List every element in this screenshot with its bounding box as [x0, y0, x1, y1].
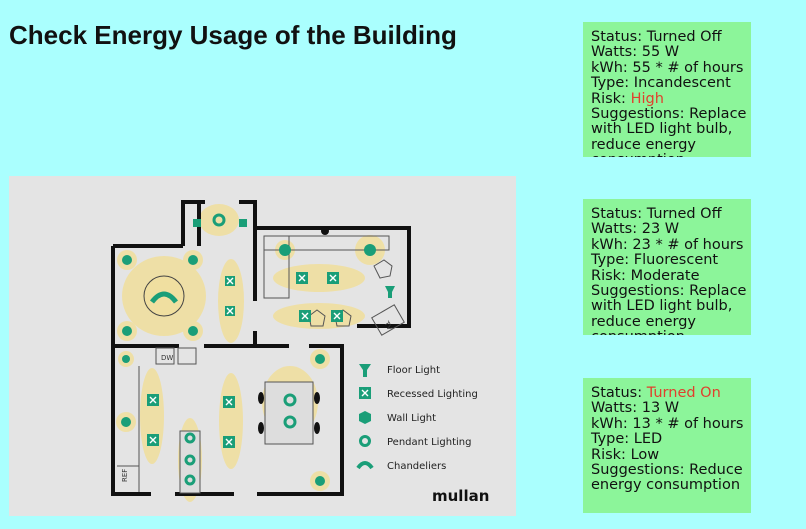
thin-walls — [117, 235, 405, 494]
legend-wall-light: Wall Light — [387, 413, 436, 424]
type-line: Type: LED — [591, 431, 663, 448]
light-info-card: Status: Turned Off Watts: 23 W kWh: 23 *… — [583, 199, 751, 335]
risk-line: Risk: Moderate — [591, 267, 700, 284]
status-line: Status: Turned On — [591, 385, 721, 401]
kwh-line: kWh: 23 * # of hours — [591, 236, 744, 253]
floor-light-icon — [359, 364, 371, 377]
risk-value: Moderate — [630, 267, 700, 284]
risk-line: Risk: Low — [591, 446, 660, 463]
suggestions-line: Suggestions: Replace with LED light bulb… — [591, 106, 747, 157]
chandelier — [150, 291, 178, 304]
status-line: Status: Turned Off — [591, 29, 722, 45]
tv-label: TV — [382, 319, 394, 332]
dining-chairs — [258, 227, 329, 434]
floor-plan: DW REF TV — [9, 176, 516, 516]
light-info-card: Status: Turned On Watts: 13 W kWh: 13 * … — [583, 378, 751, 513]
legend-chandeliers: Chandeliers — [387, 461, 446, 472]
kwh-line: kWh: 55 * # of hours — [591, 59, 744, 76]
risk-line: Risk: High — [591, 90, 664, 107]
legend: Floor Light Recessed Lighting Wall Light… — [356, 364, 478, 472]
watts-line: Watts: 55 W — [591, 44, 680, 61]
legend-pendant-lighting: Pendant Lighting — [387, 437, 472, 448]
light-info-card: Status: Turned Off Watts: 55 W kWh: 55 *… — [583, 22, 751, 157]
status-value: Turned Off — [646, 29, 722, 45]
dishwasher-label: DW — [161, 354, 173, 362]
risk-value: High — [630, 90, 664, 107]
type-line: Type: Incandescent — [591, 75, 731, 92]
floor-light — [385, 286, 395, 298]
wall-lights — [121, 244, 376, 486]
pendant-lighting-icon — [359, 435, 371, 447]
suggestions-line: Suggestions: Reduce energy consumption — [591, 462, 743, 494]
wall-light-icon — [359, 411, 371, 424]
recessed-light-marks — [149, 274, 341, 446]
chandelier-icon — [356, 461, 374, 470]
kwh-line: kWh: 13 * # of hours — [591, 415, 744, 432]
status-value: Turned On — [646, 385, 721, 401]
pendant-lights — [184, 213, 297, 486]
brand-logo: mullan — [432, 487, 489, 505]
type-line: Type: Fluorescent — [591, 252, 719, 269]
suggestions-line: Suggestions: Replace with LED light bulb… — [591, 283, 747, 335]
watts-line: Watts: 13 W — [591, 400, 680, 417]
risk-value: Low — [630, 446, 660, 463]
page-title: Check Energy Usage of the Building — [9, 20, 457, 50]
legend-recessed-lighting: Recessed Lighting — [387, 389, 478, 400]
refrigerator-label: REF — [121, 469, 129, 482]
legend-floor-light: Floor Light — [387, 365, 440, 376]
walls — [111, 200, 411, 496]
status-value: Turned Off — [646, 206, 722, 222]
floor-plan-drawing: DW REF TV — [111, 200, 489, 505]
watts-line: Watts: 23 W — [591, 221, 680, 238]
status-line: Status: Turned Off — [591, 206, 722, 222]
